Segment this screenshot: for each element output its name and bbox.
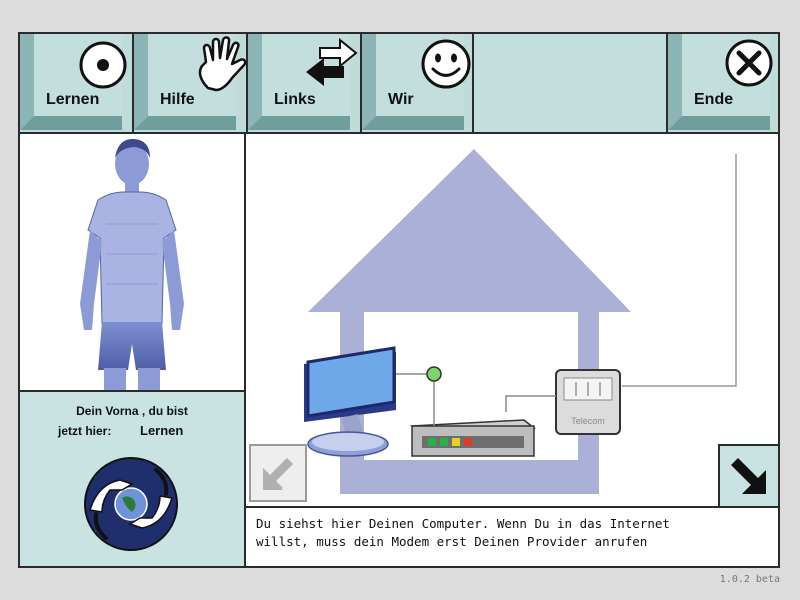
status-location-label: jetzt hier: [58, 424, 112, 438]
nav-spacer [474, 34, 668, 134]
smiley-icon [421, 39, 471, 89]
computer-monitor [304, 346, 396, 457]
nav-button-lernen[interactable]: Lernen [20, 34, 134, 134]
caption-line: Du siehst hier Deinen Computer. Wenn Du … [256, 516, 670, 531]
modem [409, 419, 537, 457]
nav-button-label: Links [274, 91, 316, 108]
nav-button-wir[interactable]: Wir [362, 34, 474, 134]
arrows-left-right-icon [306, 37, 358, 86]
illustration-panel: Telecom [246, 134, 778, 508]
app-frame: Lernen Hilfe Links [18, 32, 780, 568]
hand-icon [198, 36, 247, 92]
caption-line: willst, muss dein Modem erst Deinen Prov… [256, 534, 648, 549]
arrow-down-right-icon [731, 458, 766, 494]
telecom-socket: Telecom [555, 369, 621, 435]
record-dot-icon [79, 41, 127, 89]
modem-led [464, 438, 472, 446]
version-label: 1.0.2 beta [719, 574, 780, 585]
status-location-value: Lernen [140, 423, 184, 438]
status-greeting: Dein Vorna , du bist [76, 404, 188, 418]
nav-button-label: Wir [388, 91, 414, 108]
telecom-label: Telecom [571, 416, 605, 426]
modem-cable [505, 395, 556, 412]
guide-panel [20, 134, 246, 392]
nav-button-ende[interactable]: Ende [668, 34, 778, 134]
guide-person-image [80, 138, 184, 390]
phone-line [622, 154, 737, 387]
house-network-illustration: Telecom [304, 149, 737, 494]
nav-button-links[interactable]: Links [248, 34, 362, 134]
nav-button-label: Ende [694, 91, 734, 108]
close-icon [725, 39, 773, 87]
nav-button-label: Hilfe [160, 91, 195, 108]
arrow-down-left-icon [263, 458, 293, 490]
back-button[interactable] [249, 444, 307, 502]
divider [20, 132, 778, 134]
modem-led [440, 438, 448, 446]
hands-globe-logo [84, 457, 178, 551]
next-button[interactable] [718, 444, 778, 506]
modem-led [428, 438, 436, 446]
nav-button-hilfe[interactable]: Hilfe [134, 34, 248, 134]
caption-text: Du siehst hier Deinen Computer. Wenn Du … [256, 515, 756, 551]
caption-panel: Du siehst hier Deinen Computer. Wenn Du … [246, 508, 778, 566]
connection-node [426, 366, 442, 382]
status-panel: Dein Vorna , du bist jetzt hier: Lernen [20, 392, 246, 566]
modem-led [452, 438, 460, 446]
nav-button-label: Lernen [46, 91, 100, 108]
